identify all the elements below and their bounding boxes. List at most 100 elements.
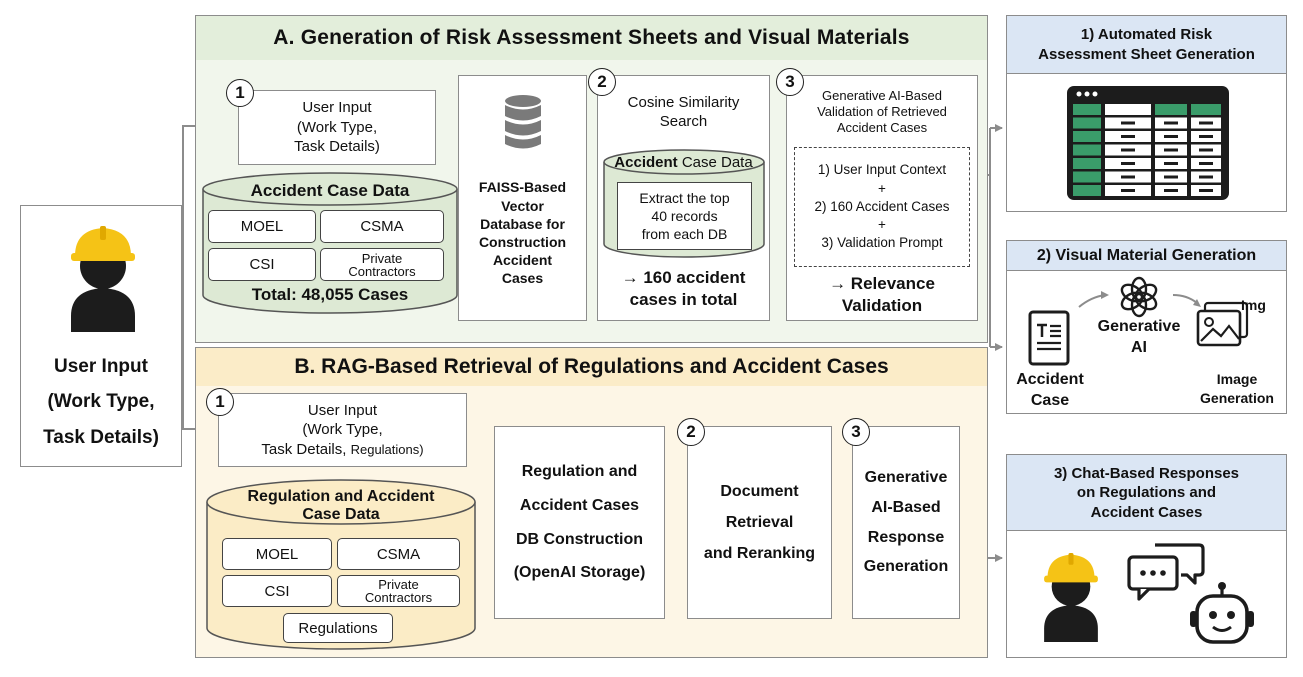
flow-arrows: [1078, 291, 1201, 308]
response-line-4: Generation: [863, 558, 949, 576]
validation-inputs-box: 1) User Input Context + 2) 160 Accident …: [794, 147, 970, 267]
regulation-db-title-line-2: Case Data: [302, 506, 380, 523]
section-b-step-3-badge: 3: [842, 418, 870, 446]
section-b-title: B. RAG-Based Retrieval of Regulations an…: [196, 348, 987, 386]
accident-db-total: Total: 48,055 Cases: [200, 284, 460, 306]
robot-icon: [1190, 582, 1254, 644]
faiss-line-6: Cases: [501, 270, 544, 287]
reg-source-moel-label: MOEL: [255, 545, 299, 563]
regulation-db-title-line-1: Regulation and Accident: [247, 487, 435, 505]
reg-source-csi-chip: CSI: [222, 575, 332, 607]
construction-line-2: Accident Cases: [519, 496, 640, 514]
visual-ai-line-2: AI: [1131, 339, 1147, 356]
output-sheet-generation: 1) Automated Risk Assessment Sheet Gener…: [1006, 15, 1287, 212]
section-a-step-3-badge: 3: [776, 68, 804, 96]
validation-box: Generative AI-Based Validation of Retrie…: [786, 75, 978, 321]
accident-db-title: Accident Case Data: [200, 180, 460, 202]
section-a-user-input: User Input (Work Type, Task Details): [238, 90, 436, 165]
chat-title-line-2: on Regulations and: [1076, 484, 1217, 502]
cosine-similarity-box: Cosine Similarity Search Accident Case D…: [597, 75, 770, 321]
reg-source-private-label-1: Private: [378, 577, 419, 592]
visual-image-line-2: Generation: [1200, 390, 1274, 406]
reg-source-csi-label: CSI: [264, 582, 290, 600]
retrieval-line-3: and Reranking: [703, 545, 816, 563]
validation-item-3: 3) Validation Prompt: [821, 235, 943, 251]
section-b-step-1-number: 1: [215, 392, 225, 411]
db-construction-box: Regulation and Accident Cases DB Constru…: [494, 426, 665, 619]
retrieval-line-1: Document: [720, 482, 799, 500]
response-generation-box: Generative AI-Based Response Generation: [852, 426, 960, 619]
section-b-user-line-3-main: Task Details,: [261, 440, 351, 458]
source-private-contractors-chip: Private Contractors: [320, 248, 444, 281]
section-b-user-line-3-regulations: Regulations): [350, 441, 424, 457]
extract-line-1: Extract the top: [639, 189, 730, 206]
reg-source-regulations-chip: Regulations: [283, 613, 393, 643]
section-a-user-line-2: (Work Type,: [296, 118, 378, 136]
cosine-db-title-rest: Case Data: [677, 153, 753, 171]
extract-line-2: 40 records: [651, 207, 718, 224]
section-a-step-2-number: 2: [597, 72, 607, 91]
section-b-title-text: B. RAG-Based Retrieval of Regulations an…: [294, 355, 889, 378]
section-a-step-1-badge: 1: [226, 79, 254, 107]
cosine-title-line-2: Search: [659, 113, 708, 130]
output-chat-header: [1006, 454, 1287, 530]
regulation-db-title: Regulation and Accident Case Data: [204, 486, 478, 526]
validation-plus-1: +: [878, 180, 886, 196]
source-moel-chip: MOEL: [208, 210, 316, 243]
left-user-line-1: User Input: [54, 356, 148, 378]
chat-bubbles-icon: [1127, 543, 1205, 601]
section-a-title-text: A. Generation of Risk Assessment Sheets …: [273, 26, 910, 49]
source-private-label-2: Contractors: [348, 263, 416, 279]
response-line-3: Response: [867, 528, 945, 546]
sheet-title-line-2: Assessment Sheet Generation: [1038, 45, 1255, 63]
section-b-step-2-number: 2: [686, 422, 696, 441]
construction-worker-icon: [71, 226, 135, 332]
validation-plus-2: +: [878, 217, 886, 233]
chat-title-line-3: Accident Cases: [1090, 503, 1203, 521]
faiss-line-1: FAISS-Based: [478, 179, 567, 196]
source-csma-label: CSMA: [360, 218, 404, 235]
section-b-user-input: User Input (Work Type, Task Details, Reg…: [218, 393, 467, 467]
faiss-line-5: Accident: [492, 252, 553, 269]
retrieval-line-2: Retrieval: [725, 513, 794, 531]
section-a-title: A. Generation of Risk Assessment Sheets …: [196, 16, 987, 60]
reg-source-private-contractors-chip: Private Contractors: [337, 575, 460, 607]
source-csi-label: CSI: [249, 256, 275, 273]
visual-image-line-1: Image: [1216, 371, 1258, 388]
validation-item-2: 2) 160 Accident Cases: [814, 198, 950, 214]
construction-line-4: (OpenAI Storage): [513, 564, 646, 582]
visual-title: 2) Visual Material Generation: [1036, 246, 1257, 264]
reg-source-regulations-label: Regulations: [298, 619, 378, 637]
section-a-step-2-badge: 2: [588, 68, 616, 96]
output-visual-material: 2) Visual Material Generation Accident C…: [1006, 240, 1287, 414]
faiss-line-3: Database for: [480, 215, 565, 232]
left-user-line-3: Task Details): [43, 426, 159, 448]
response-line-1: Generative: [864, 469, 948, 487]
cosine-title-line-1: Cosine Similarity: [627, 93, 740, 111]
image-icon: [1196, 301, 1249, 347]
section-b-user-line-1: User Input: [307, 401, 378, 419]
extract-line-3: from each DB: [641, 226, 728, 243]
document-retrieval-box: Document Retrieval and Reranking: [687, 426, 832, 619]
source-csi-chip: CSI: [208, 248, 316, 281]
faiss-line-4: Construction: [478, 234, 567, 250]
document-icon: [1028, 310, 1070, 366]
reg-source-csma-label: CSMA: [376, 545, 421, 563]
section-b-step-1-badge: 1: [206, 388, 234, 416]
accident-db-title-text: Accident Case Data: [250, 181, 410, 200]
source-private-label-1: Private: [361, 250, 403, 266]
chat-title-line-1: 3) Chat-Based Responses: [1053, 464, 1240, 482]
reg-source-csma-chip: CSMA: [337, 538, 460, 570]
section-b-step-2-badge: 2: [677, 418, 705, 446]
spreadsheet-window-icon: [1067, 86, 1229, 200]
sheet-title-line-1: 1) Automated Risk: [1080, 26, 1213, 43]
construction-line-1: Regulation and: [521, 463, 638, 481]
validation-item-1: 1) User Input Context: [817, 162, 947, 178]
faiss-vector-db-box: FAISS-Based Vector Database for Construc…: [458, 75, 587, 321]
extract-records-box: Extract the top 40 records from each DB: [617, 182, 752, 250]
section-b-user-line-2: (Work Type,: [302, 421, 383, 439]
section-a-step-3-number: 3: [785, 72, 795, 91]
openai-logo-icon: [1120, 276, 1158, 318]
validation-result-line-2: Validation: [841, 296, 923, 315]
database-icon: [505, 95, 541, 149]
